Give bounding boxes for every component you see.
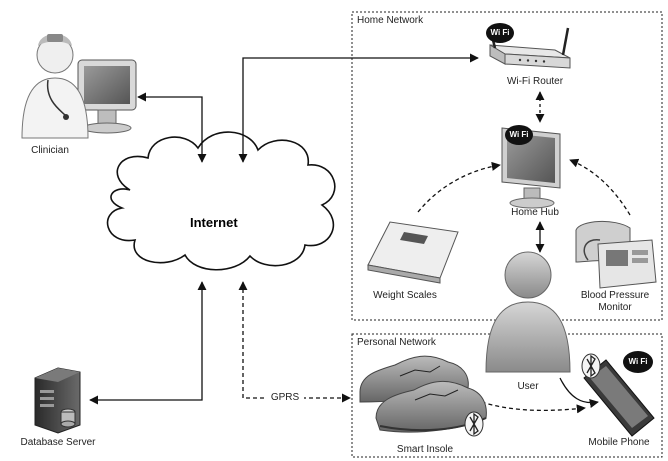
gprs-label: GPRS [266, 392, 304, 404]
blood-pressure-label-line2: Monitor [598, 302, 632, 313]
blood-pressure-monitor-icon [575, 221, 657, 289]
clinician-internet-link [137, 92, 207, 163]
mobile-phone-icon [581, 353, 655, 437]
connections [89, 53, 631, 414]
database-server-icon [34, 367, 81, 434]
wifi-router-label: Wi-Fi Router [506, 76, 564, 87]
scales-hub-link [417, 161, 501, 213]
database-internet-link [89, 281, 207, 405]
database-server-label: Database Server [20, 437, 96, 448]
blood-pressure-label-line1: Blood Pressure [580, 290, 650, 301]
personal-network-title: Personal Network [357, 337, 436, 348]
weight-scales-icon [367, 221, 459, 284]
mobile-phone-label: Mobile Phone [588, 437, 650, 448]
internet-cloud [106, 131, 336, 271]
bp-hub-link [569, 158, 631, 216]
internet-router-link [238, 53, 479, 163]
weight-scales-label: Weight Scales [373, 290, 437, 301]
smart-insole-label: Smart Insole [396, 444, 454, 455]
wifi-badge-text: Wi Fi [490, 28, 510, 37]
gprs-link [238, 281, 351, 403]
internet-label: Internet [190, 215, 238, 230]
home-hub-label: Home Hub [511, 207, 559, 218]
user-phone-link [559, 377, 599, 408]
smart-insole-icon [359, 355, 487, 437]
wifi-badge-text: Wi Fi [628, 357, 648, 366]
insole-phone-link [474, 399, 586, 414]
wifi-badge-icon [505, 125, 533, 145]
wifi-badge-icon [486, 23, 514, 43]
user-icon [485, 251, 571, 373]
blood-pressure-label: Blood Pressure Monitor [572, 290, 658, 314]
user-label: User [517, 381, 539, 392]
wifi-badge-text: Wi Fi [509, 130, 529, 139]
clinician-icon [21, 34, 137, 139]
wifi-badge-icon [623, 351, 653, 373]
personal-network-box [351, 333, 663, 458]
clinician-label: Clinician [31, 145, 69, 156]
home-network-title: Home Network [357, 15, 424, 26]
